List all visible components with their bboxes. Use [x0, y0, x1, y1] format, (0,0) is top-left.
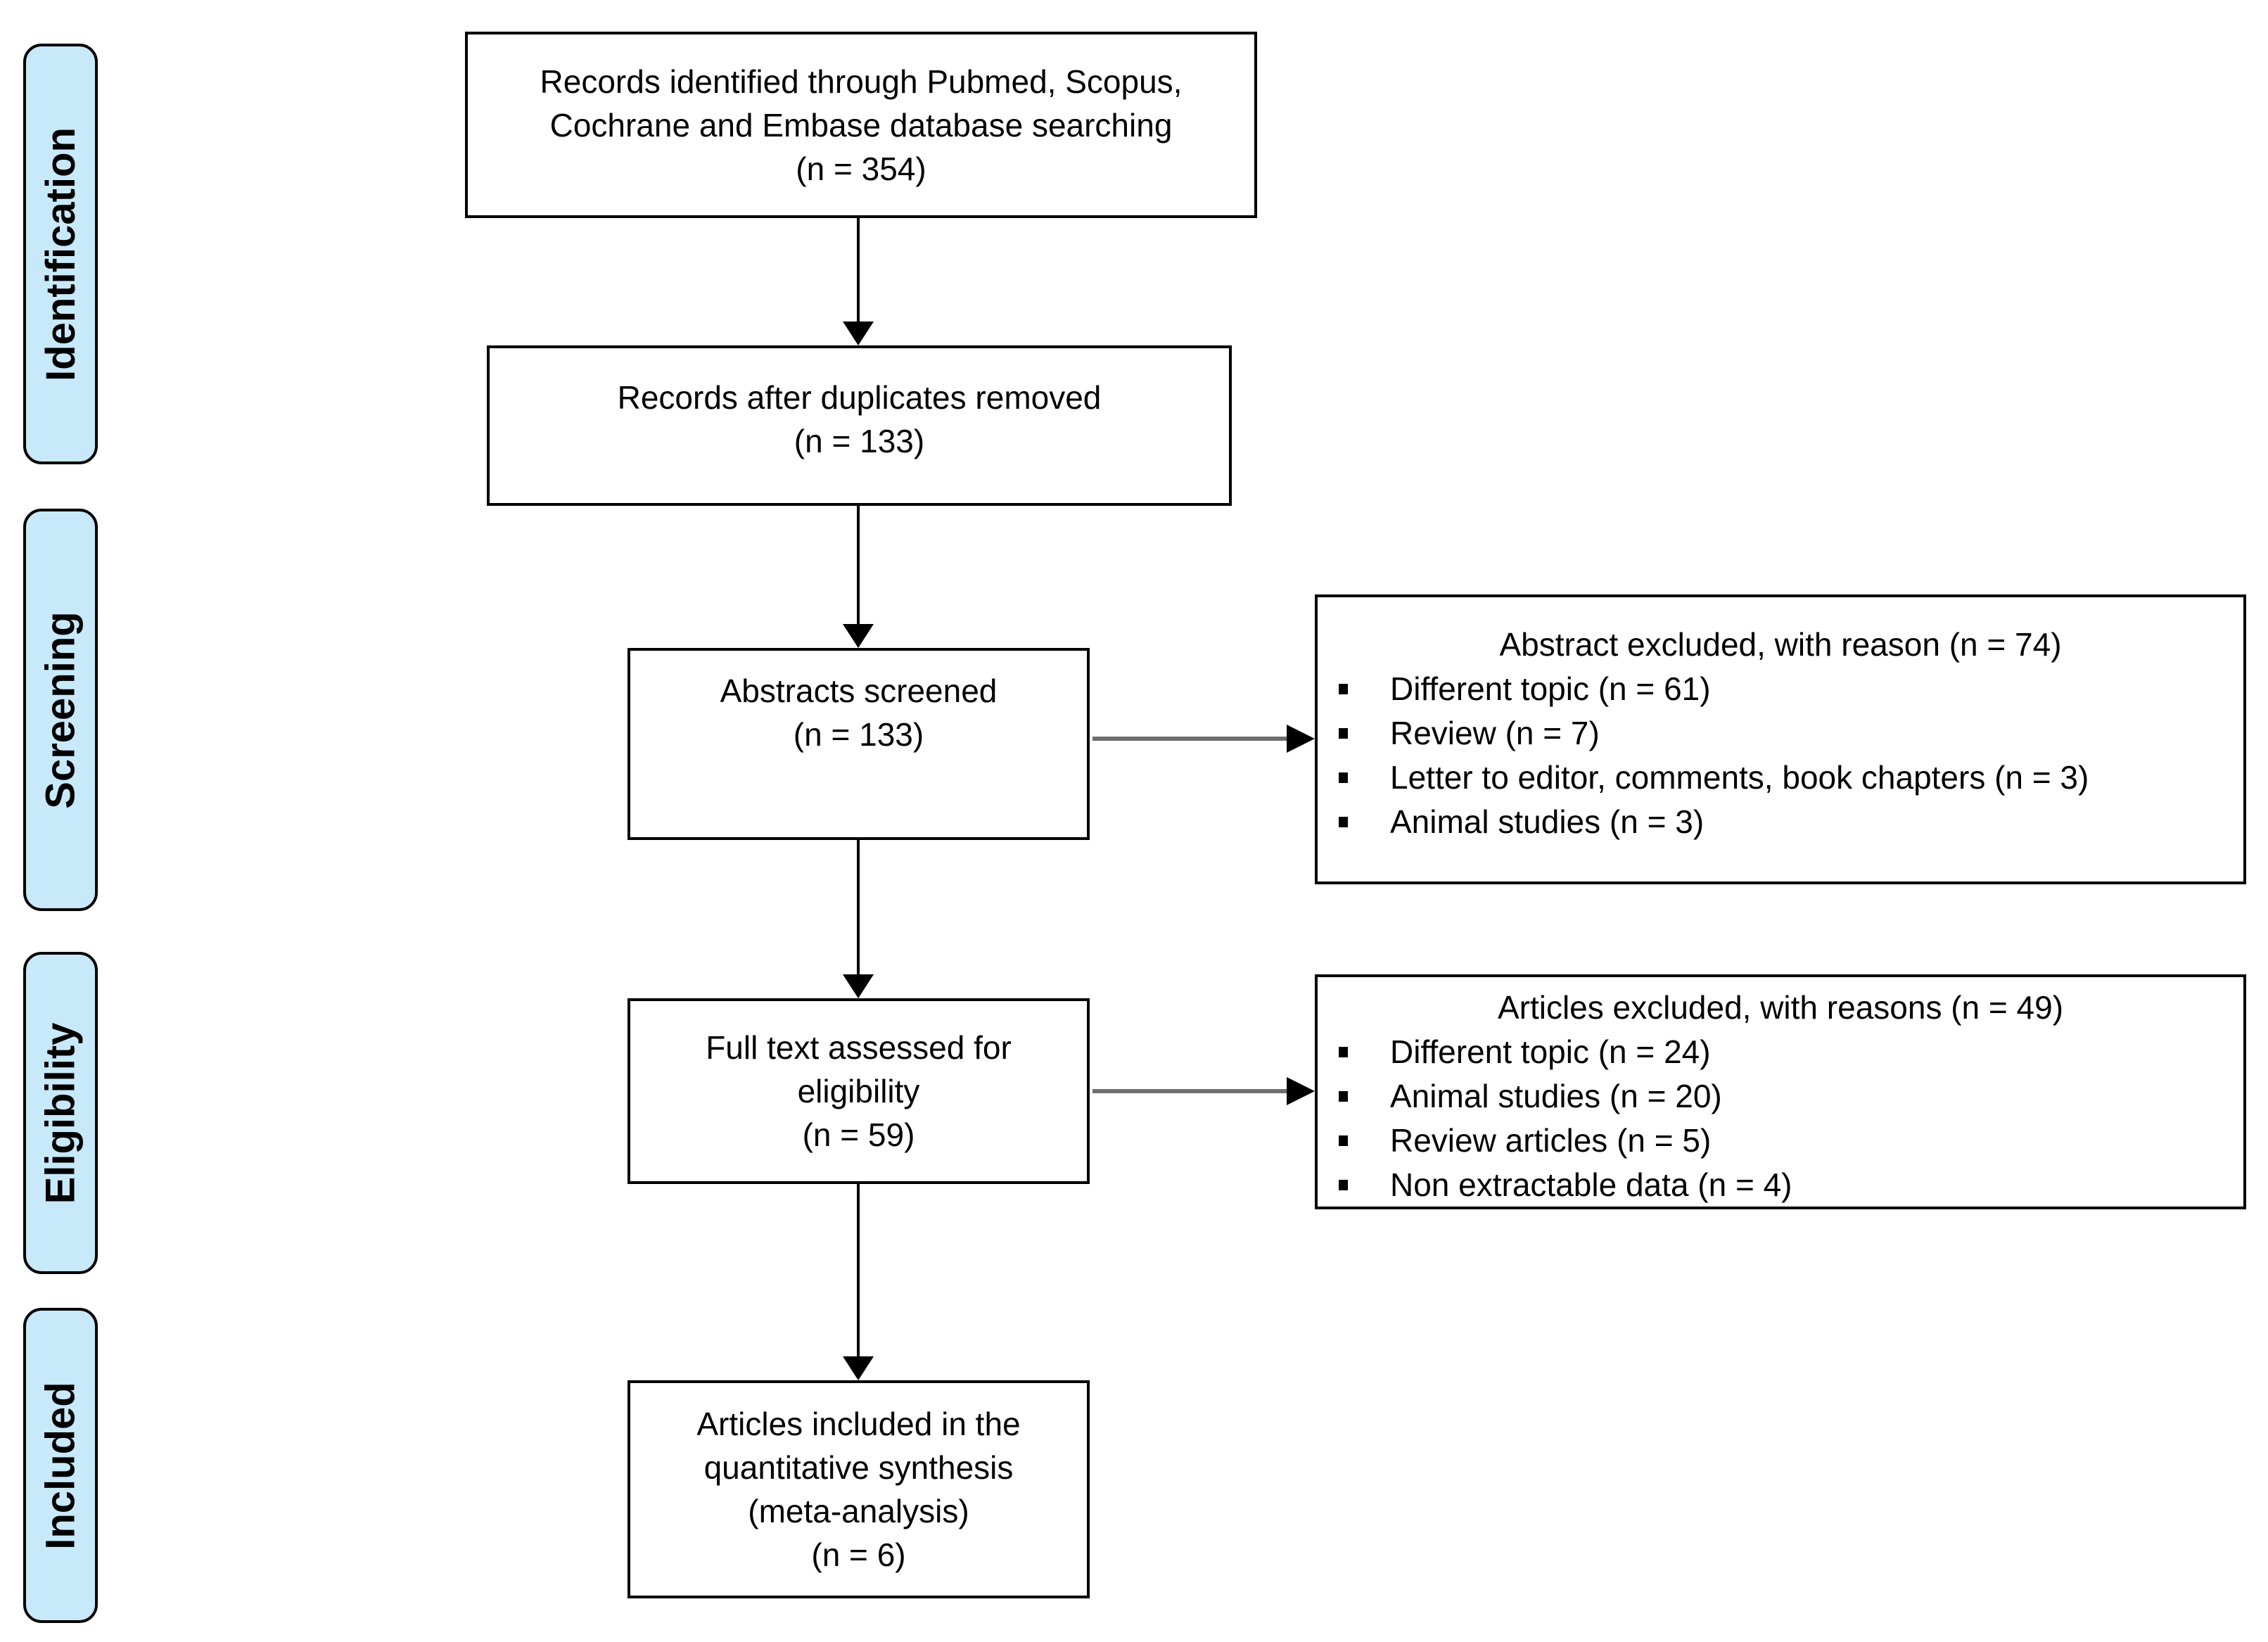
flow-box-records-identified: Records identified through Pubmed, Scopu…: [465, 32, 1257, 218]
stage-label-included-text: Included: [37, 1381, 84, 1550]
arrow-duplicates-to-screened: [857, 506, 860, 624]
exclusion-item-text: Non extractable data (n = 4): [1390, 1166, 1792, 1203]
flow-box-records-identified-count: (n = 354): [796, 150, 926, 187]
flow-box-articles-included-line2: quantitative synthesis: [703, 1449, 1014, 1486]
flow-box-articles-included: Articles included in the quantitative sy…: [627, 1380, 1090, 1598]
exclusion-box-articles-title: Articles excluded, with reasons (n = 49): [1497, 989, 2064, 1026]
arrow-screened-to-abstract-excluded: [1092, 737, 1287, 741]
arrow-fulltext-to-included: [857, 1184, 860, 1356]
flow-box-abstracts-screened: Abstracts screened (n = 133): [627, 648, 1090, 840]
stage-label-screening-text: Screening: [37, 611, 84, 809]
flow-box-fulltext-assessed-line2: eligibility: [797, 1073, 920, 1109]
flow-box-fulltext-assessed: Full text assessed for eligibility (n = …: [627, 998, 1090, 1184]
bullet-icon: [1339, 684, 1348, 694]
exclusion-item-text: Different topic (n = 24): [1390, 1033, 1711, 1070]
bullet-icon: [1339, 1135, 1348, 1146]
exclusion-item: Animal studies (n = 3): [1318, 800, 2243, 844]
exclusion-item: Different topic (n = 24): [1318, 1030, 2243, 1074]
exclusion-item-text: Animal studies (n = 20): [1390, 1078, 1722, 1114]
stage-label-eligibility-text: Eligibility: [37, 1022, 84, 1204]
bullet-icon: [1339, 817, 1348, 827]
exclusion-item: Different topic (n = 61): [1318, 667, 2243, 711]
stage-label-identification: Identification: [23, 44, 98, 464]
exclusion-item-text: Review articles (n = 5): [1390, 1122, 1712, 1159]
arrow-screened-to-fulltext: [857, 840, 860, 974]
flow-box-abstracts-screened-count: (n = 133): [793, 716, 924, 753]
exclusion-item-text: Animal studies (n = 3): [1390, 803, 1705, 840]
arrow-identified-to-duplicates: [857, 218, 860, 322]
flow-box-abstracts-screened-line1: Abstracts screened: [720, 673, 998, 709]
exclusion-item: Non extractable data (n = 4): [1318, 1163, 2243, 1207]
bullet-icon: [1339, 1180, 1348, 1190]
flow-box-duplicates-removed-line1: Records after duplicates removed: [617, 379, 1102, 416]
bullet-icon: [1339, 1091, 1348, 1102]
exclusion-box-abstracts-title: Abstract excluded, with reason (n = 74): [1499, 626, 2062, 663]
stage-label-included: Included: [23, 1308, 98, 1623]
bullet-icon: [1339, 772, 1348, 783]
bullet-icon: [1339, 1047, 1348, 1057]
exclusion-item: Review articles (n = 5): [1318, 1119, 2243, 1163]
exclusion-item-text: Review (n = 7): [1390, 715, 1600, 751]
exclusion-item-text: Letter to editor, comments, book chapter…: [1390, 759, 2089, 796]
flow-box-articles-included-line3: (meta-analysis): [748, 1493, 969, 1529]
flow-box-duplicates-removed: Records after duplicates removed (n = 13…: [487, 345, 1232, 506]
flow-box-fulltext-assessed-line1: Full text assessed for: [706, 1029, 1012, 1066]
bullet-icon: [1339, 728, 1348, 739]
stage-label-eligibility: Eligibility: [23, 952, 98, 1274]
exclusion-box-articles: Articles excluded, with reasons (n = 49)…: [1315, 974, 2246, 1209]
flow-box-records-identified-line1: Records identified through Pubmed, Scopu…: [540, 63, 1183, 100]
exclusion-item: Animal studies (n = 20): [1318, 1074, 2243, 1119]
flow-box-duplicates-removed-count: (n = 133): [794, 423, 925, 459]
exclusion-item: Letter to editor, comments, book chapter…: [1318, 756, 2243, 800]
arrow-fulltext-to-articles-excluded: [1092, 1089, 1287, 1093]
stage-label-identification-text: Identification: [37, 127, 84, 381]
flow-box-articles-included-count: (n = 6): [811, 1536, 906, 1573]
flow-box-records-identified-line2: Cochrane and Embase database searching: [549, 106, 1173, 144]
exclusion-box-abstracts: Abstract excluded, with reason (n = 74) …: [1315, 594, 2246, 884]
flow-box-fulltext-assessed-count: (n = 59): [802, 1116, 915, 1153]
stage-label-screening: Screening: [23, 509, 98, 911]
exclusion-item: Review (n = 7): [1318, 711, 2243, 756]
flow-box-articles-included-line1: Articles included in the: [696, 1406, 1021, 1442]
exclusion-item-text: Different topic (n = 61): [1390, 670, 1711, 707]
